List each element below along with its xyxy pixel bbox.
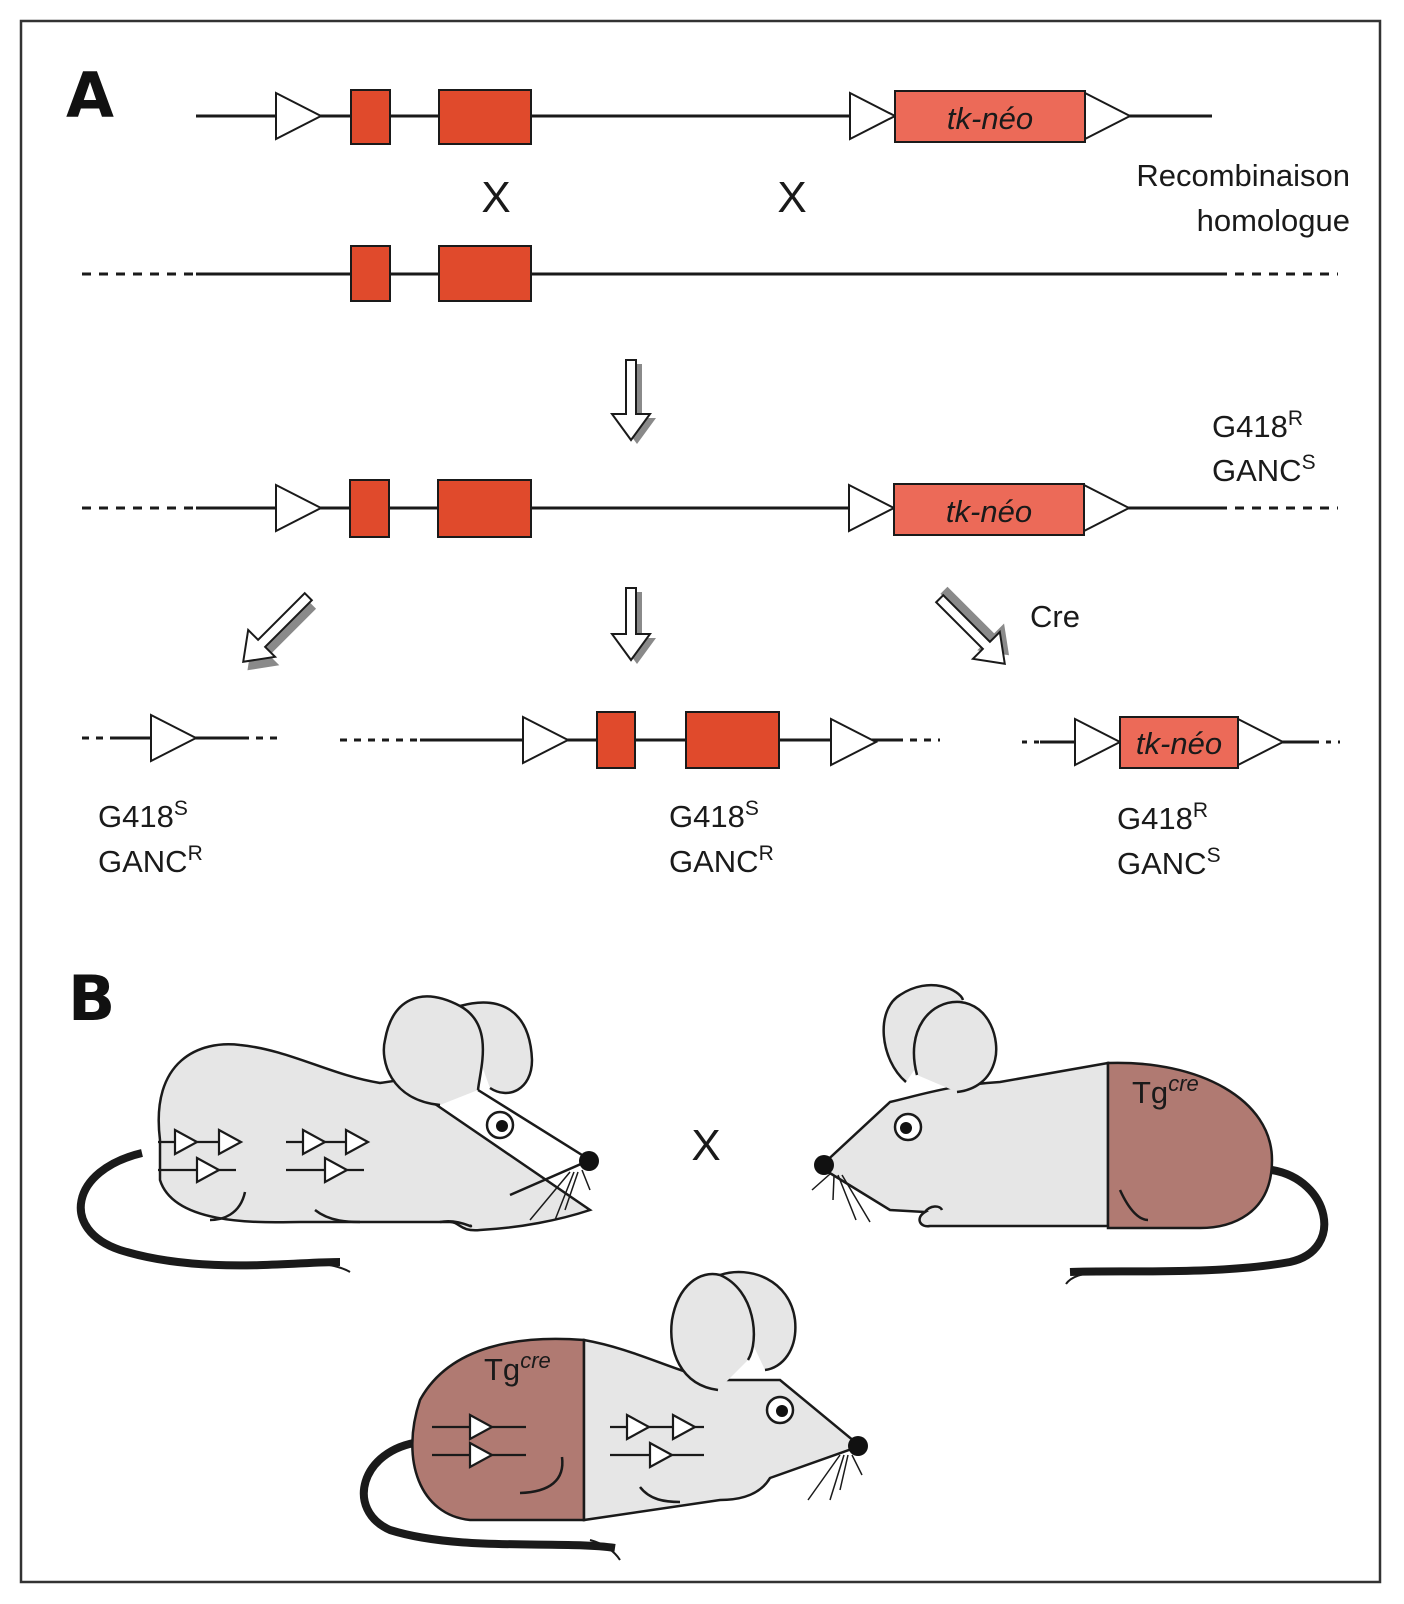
phenotype-g418: G418R <box>1212 407 1303 444</box>
svg-text:G418S: G418S <box>98 797 188 834</box>
loxp-site <box>1074 718 1121 766</box>
recombined-allele: tk-néo <box>82 479 1338 538</box>
product-phenotype-deleted: G418S GANCR <box>98 797 203 879</box>
loxp-site <box>275 484 322 532</box>
mouse-ear <box>670 1272 756 1392</box>
mouse-nose <box>579 1151 599 1171</box>
loxp-site <box>275 92 322 140</box>
cross-mark: X <box>691 1121 720 1170</box>
wild-type-locus <box>82 245 1338 302</box>
loxp-site <box>1083 484 1130 532</box>
tg-cre-label: Tgcre <box>1132 1071 1199 1110</box>
svg-text:GANCS: GANCS <box>1117 844 1221 881</box>
mouse-tail <box>76 1149 341 1270</box>
transgenic-body-region <box>411 1337 586 1522</box>
loxp-site <box>848 484 895 532</box>
exon-1 <box>350 245 391 302</box>
tk-neo-cassette <box>893 483 1085 536</box>
recombination-label: Recombinaison <box>1136 158 1350 193</box>
svg-text:GANCR: GANCR <box>669 842 774 879</box>
exon-2 <box>685 711 780 769</box>
mouse-nose <box>848 1436 868 1456</box>
exon-2 <box>438 89 532 145</box>
exon-1 <box>596 711 636 769</box>
loxp-site <box>849 92 896 140</box>
floxed-mouse <box>76 995 599 1273</box>
recombined-allele-icon <box>432 1413 704 1469</box>
tk-neo-label: tk-néo <box>946 494 1032 529</box>
floxed-allele-icon <box>158 1128 371 1184</box>
crossover-mark: X <box>481 173 510 222</box>
tk-neo-label: tk-néo <box>1136 726 1222 761</box>
exon-2 <box>438 245 532 302</box>
svg-text:GANCR: GANCR <box>98 842 203 879</box>
exon-2 <box>437 479 532 538</box>
tg-cre-label: Tgcre <box>484 1348 551 1387</box>
mouse-body <box>157 1043 593 1232</box>
exon-1 <box>349 479 390 538</box>
mouse-tail <box>360 1438 616 1552</box>
loxp-site <box>1084 92 1131 140</box>
recombination-label: homologue <box>1197 203 1350 238</box>
offspring-mouse: Tgcre <box>360 1270 868 1561</box>
svg-text:G418S: G418S <box>669 797 759 834</box>
down-left-arrow-icon <box>242 591 317 671</box>
svg-text:G418R: G418R <box>1117 799 1208 836</box>
product-floxed-allele <box>340 711 940 769</box>
mouse-ear <box>382 995 485 1107</box>
tk-neo-cassette <box>1119 716 1239 769</box>
mouse-tail <box>1069 1166 1329 1276</box>
mouse-ear <box>912 1000 998 1094</box>
product-phenotype-cassette: G418R GANCS <box>1117 799 1221 881</box>
exon-1 <box>350 89 391 145</box>
mouse-nose <box>814 1155 834 1175</box>
down-arrow-icon <box>610 359 656 444</box>
cre-transgenic-mouse: Tgcre <box>811 983 1329 1285</box>
product-cassette-allele: tk-néo <box>1022 716 1340 769</box>
panel-label-a: A <box>66 59 114 132</box>
targeting-vector: tk-néo <box>196 89 1212 145</box>
tk-neo-cassette <box>894 90 1086 143</box>
transgenic-body-region <box>1106 1061 1274 1230</box>
phenotype-ganc: GANCS <box>1212 451 1316 488</box>
loxp-site <box>830 718 877 766</box>
tk-neo-label: tk-néo <box>947 101 1033 136</box>
product-phenotype-floxed: G418S GANCR <box>669 797 774 879</box>
panel-label-b: B <box>68 962 115 1035</box>
down-right-arrow-icon <box>934 586 1010 665</box>
down-arrow-icon <box>610 587 656 664</box>
figure-frame <box>19 19 1382 1584</box>
loxp-site <box>522 716 569 764</box>
cre-label: Cre <box>1030 599 1080 634</box>
loxp-site <box>150 714 197 762</box>
crossover-mark: X <box>777 173 806 222</box>
product-deleted-allele <box>82 714 282 762</box>
loxp-site <box>1237 718 1284 766</box>
